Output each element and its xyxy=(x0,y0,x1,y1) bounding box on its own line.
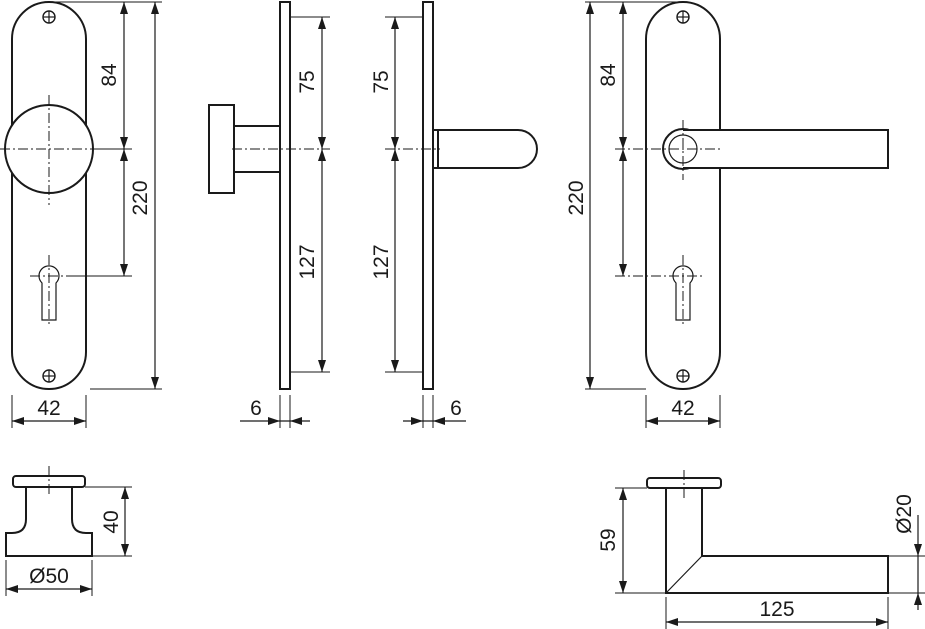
dim-lever-top-125: 125 xyxy=(759,598,794,621)
dim-lever-side-127: 127 xyxy=(370,244,393,279)
knob-top-stem xyxy=(5,486,93,557)
dim-lever-side-6: 6 xyxy=(450,397,462,420)
screw-icon xyxy=(676,10,690,24)
screw-icon xyxy=(676,369,690,383)
knob-top-view: 40 Ø50 xyxy=(5,466,132,596)
screw-icon xyxy=(42,369,56,383)
screw-icon xyxy=(42,10,56,24)
lever-top-handle xyxy=(665,487,889,594)
knob-side-view: 75 127 6 xyxy=(208,1,330,428)
dim-knob-side-6: 6 xyxy=(250,397,262,420)
knob-front-backplate xyxy=(11,1,87,390)
dim-lever-front-84: 84 xyxy=(597,63,620,87)
lever-front-view: 84 220 42 xyxy=(565,1,889,428)
dim-lever-top-diameter: Ø20 xyxy=(893,494,916,534)
knob-front-view: 84 220 42 xyxy=(0,1,162,428)
dim-knob-top-40: 40 xyxy=(100,510,123,533)
dim-knob-top-diameter: Ø50 xyxy=(29,565,69,588)
knob-side-plate xyxy=(279,1,291,390)
lever-front-handle xyxy=(683,129,889,169)
knob-side-cap xyxy=(208,104,235,194)
dim-knob-side-75: 75 xyxy=(296,70,319,93)
lever-top-view: 59 Ø20 125 xyxy=(597,470,925,629)
dim-knob-front-42: 42 xyxy=(37,397,60,420)
dim-lever-top-59: 59 xyxy=(597,528,620,551)
dim-lever-front-42: 42 xyxy=(671,397,694,420)
dim-knob-side-127: 127 xyxy=(296,244,319,279)
lever-side-handle xyxy=(437,129,538,169)
lever-side-view: 75 127 6 xyxy=(370,1,538,428)
dim-lever-side-75: 75 xyxy=(370,70,393,93)
dim-knob-front-84: 84 xyxy=(98,63,121,87)
dim-lever-front-220: 220 xyxy=(565,180,588,215)
dim-knob-front-220: 220 xyxy=(129,180,152,215)
lever-front-backplate xyxy=(645,1,721,390)
lever-side-plate xyxy=(422,1,434,390)
